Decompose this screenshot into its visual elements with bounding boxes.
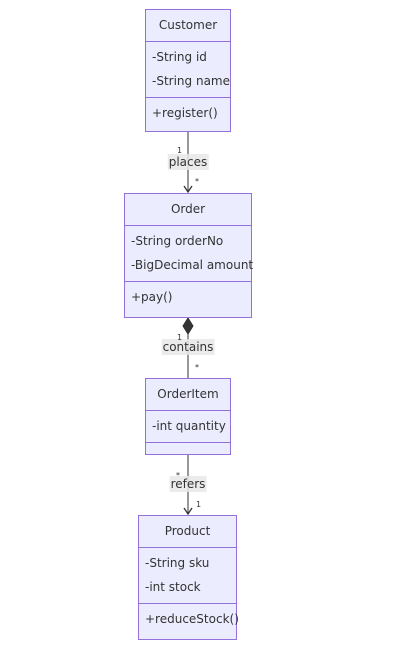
- attribute: -String name: [152, 74, 230, 88]
- attribute: -BigDecimal amount: [131, 258, 254, 272]
- method: +reduceStock(): [145, 612, 239, 626]
- attribute: -int stock: [145, 580, 201, 594]
- class-name: OrderItem: [146, 379, 230, 411]
- multiplicity-product: 1: [196, 500, 202, 509]
- multiplicity-customer: 1: [177, 146, 183, 155]
- multiplicity-orderitem: *: [195, 363, 199, 372]
- method: +pay(): [131, 290, 173, 304]
- relation-label-refers: refers: [169, 476, 207, 492]
- class-methods: +reduceStock(): [139, 604, 239, 635]
- composition-diamond-icon: [182, 317, 194, 335]
- multiplicity-orderitem-ref: *: [176, 471, 180, 480]
- attribute: -String id: [152, 50, 207, 64]
- method: +register(): [152, 106, 218, 120]
- class-name: Product: [139, 516, 236, 548]
- class-methods: +register(): [146, 98, 230, 129]
- class-customer[interactable]: Customer -String id -String name +regist…: [145, 9, 231, 132]
- class-name: Customer: [146, 10, 230, 42]
- class-methods: [146, 443, 230, 449]
- multiplicity-order-composite: 1: [177, 333, 183, 342]
- multiplicity-order: *: [195, 177, 199, 186]
- attribute: -int quantity: [152, 419, 226, 433]
- class-product[interactable]: Product -String sku -int stock +reduceSt…: [138, 515, 239, 640]
- class-order[interactable]: Order -String orderNo -BigDecimal amount…: [124, 193, 254, 318]
- class-methods: +pay(): [125, 282, 251, 313]
- class-attributes: -int quantity: [146, 411, 230, 443]
- class-orderitem[interactable]: OrderItem -int quantity: [145, 378, 231, 455]
- class-name: Order: [125, 194, 251, 226]
- class-attributes: -String sku -int stock: [139, 548, 236, 604]
- class-attributes: -String orderNo -BigDecimal amount: [125, 226, 254, 282]
- relation-label-contains: contains: [161, 339, 215, 355]
- relation-label-places: places: [167, 154, 209, 170]
- attribute: -String sku: [145, 556, 210, 570]
- class-attributes: -String id -String name: [146, 42, 230, 98]
- attribute: -String orderNo: [131, 234, 224, 248]
